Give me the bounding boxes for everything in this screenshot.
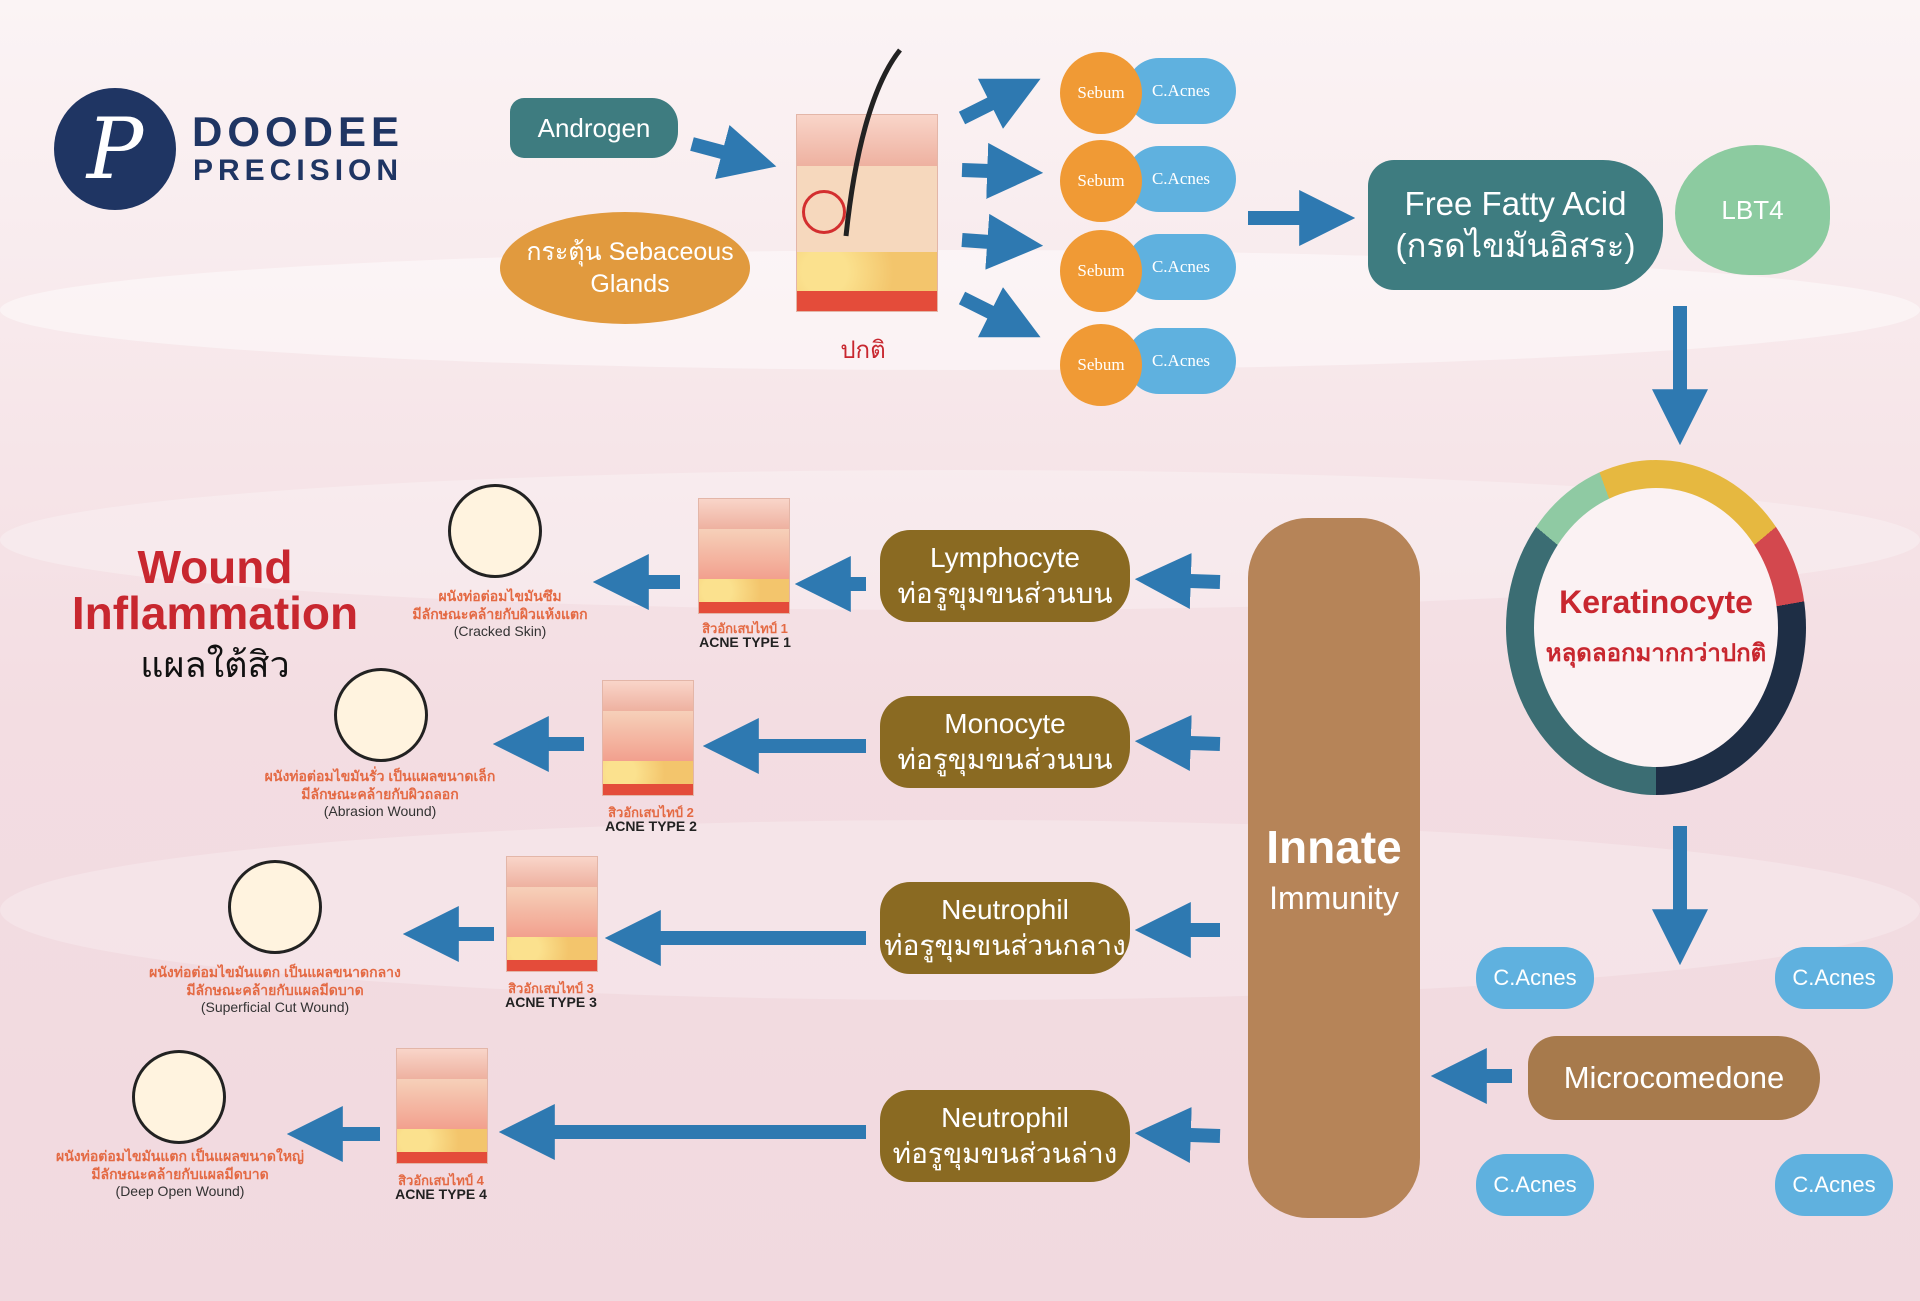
- arrow: [1134, 1107, 1221, 1164]
- acne-type-4-illustration: [396, 1048, 488, 1164]
- sebum-bubble: Sebum: [1060, 140, 1142, 222]
- cell-location: ท่อรูขุมขนส่วนล่าง: [892, 1138, 1118, 1169]
- arrow: [958, 287, 1041, 338]
- cracked-skin-illustration: [448, 484, 542, 578]
- cell-box-lymphocyte: Lymphocyte ท่อรูขุมขนส่วนบน: [880, 530, 1130, 622]
- wound-2-desc1: ผนังท่อต่อมไขมันรั่ว เป็นแผลขนาดเล็ก: [264, 768, 496, 784]
- acne-type-1-illustration: [698, 498, 790, 614]
- wound-title-line2: Inflammation: [71, 587, 359, 639]
- free-fatty-acid-thai: (กรดไขมันอิสระ): [1395, 227, 1636, 264]
- wound-2-type: (Abrasion Wound): [323, 803, 437, 819]
- keratinocyte-ring: Keratinocyte หลุดลอกมากกว่าปกติ: [1506, 460, 1806, 795]
- acne-type-3-illustration: [506, 856, 598, 972]
- cell-name: Neutrophil: [941, 1102, 1069, 1133]
- acne-type-2-thai: สิวอักเสบไทป์ 2: [608, 805, 694, 820]
- cell-box-neutrophil-middle: Neutrophil ท่อรูขุมขนส่วนกลาง: [880, 882, 1130, 974]
- arrow: [1134, 553, 1221, 610]
- innate-immunity-bar: Innate Immunity: [1248, 518, 1420, 1218]
- wound-2-desc2: มีลักษณะคล้ายกับผิวถลอก: [301, 786, 459, 802]
- wound-title-line1: Wound: [137, 541, 293, 593]
- keratinocyte-title: Keratinocyte: [1559, 583, 1753, 620]
- arrow: [1134, 715, 1221, 772]
- normal-label: ปกติ: [840, 337, 886, 364]
- cacnes-bubble: C.Acnes: [1476, 1154, 1594, 1216]
- cacnes-bubble: C.Acnes: [1775, 947, 1893, 1009]
- acne-type-1-label: ACNE TYPE 1: [699, 634, 791, 650]
- sebaceous-glands-label: กระตุ้น Sebaceous Glands: [500, 212, 750, 324]
- acne-type-4-thai: สิวอักเสบไทป์ 4: [398, 1173, 484, 1188]
- cacnes-bubble: C.Acnes: [1126, 58, 1236, 124]
- cacnes-bubble: C.Acnes: [1126, 328, 1236, 394]
- acne-type-2-illustration: [602, 680, 694, 796]
- sebum-bubble: Sebum: [1060, 324, 1142, 406]
- wound-3-desc1: ผนังท่อต่อมไขมันแตก เป็นแผลขนาดกลาง: [149, 964, 401, 980]
- innate-label: Innate: [1266, 820, 1402, 873]
- wound-title-line3: แผลใต้สิว: [140, 644, 290, 685]
- cell-name: Monocyte: [944, 708, 1066, 739]
- androgen-label: Androgen: [510, 98, 678, 158]
- acne-type-3-thai: สิวอักเสบไทป์ 3: [508, 981, 594, 996]
- microcomedone-box: Microcomedone: [1528, 1036, 1820, 1120]
- brand-monogram: P: [86, 100, 144, 198]
- cell-box-monocyte: Monocyte ท่อรูขุมขนส่วนบน: [880, 696, 1130, 788]
- sebaceous-gland-marker: [802, 190, 846, 234]
- free-fatty-acid-label: Free Fatty Acid: [1404, 185, 1627, 222]
- immunity-label: Immunity: [1269, 879, 1399, 916]
- cell-name: Lymphocyte: [930, 542, 1080, 573]
- wound-1-desc1: ผนังท่อต่อมไขมันซึม: [438, 588, 562, 604]
- acne-type-2-label: ACNE TYPE 2: [605, 818, 697, 834]
- superficial-cut-wound-illustration: [228, 860, 322, 954]
- wound-3-desc2: มีลักษณะคล้ายกับแผลมีดบาด: [186, 982, 364, 998]
- cacnes-bubble: C.Acnes: [1126, 234, 1236, 300]
- brand-logo-icon: P: [54, 88, 176, 210]
- cell-location: ท่อรูขุมขนส่วนกลาง: [884, 930, 1126, 961]
- sebum-bubble: Sebum: [1060, 52, 1142, 134]
- cell-location: ท่อรูขุมขนส่วนบน: [897, 744, 1113, 775]
- free-fatty-acid-box: Free Fatty Acid (กรดไขมันอิสระ): [1368, 160, 1663, 290]
- cacnes-bubble: C.Acnes: [1126, 146, 1236, 212]
- cell-location: ท่อรูขุมขนส่วนบน: [897, 578, 1113, 609]
- cell-name: Neutrophil: [941, 894, 1069, 925]
- brand-name-line1: DOODEE: [192, 108, 405, 155]
- wound-4-desc2: มีลักษณะคล้ายกับแผลมีดบาด: [91, 1166, 269, 1182]
- wound-1-type: (Cracked Skin): [453, 623, 547, 639]
- arrow: [690, 125, 777, 180]
- cell-box-neutrophil-lower: Neutrophil ท่อรูขุมขนส่วนล่าง: [880, 1090, 1130, 1182]
- acne-type-4-label: ACNE TYPE 4: [395, 1186, 487, 1202]
- deep-open-wound-illustration: [132, 1050, 226, 1144]
- brand-name-line2: PRECISION: [193, 154, 404, 187]
- wound-4-desc1: ผนังท่อต่อมไขมันแตก เป็นแผลขนาดใหญ่: [55, 1148, 304, 1164]
- sebum-bubble: Sebum: [1060, 230, 1142, 312]
- hair-strand: [843, 48, 902, 237]
- lbt4-cloud: LBT4: [1675, 145, 1830, 275]
- arrow: [958, 78, 1041, 129]
- acne-type-3-label: ACNE TYPE 3: [505, 994, 597, 1010]
- cacnes-bubble: C.Acnes: [1476, 947, 1594, 1009]
- abrasion-wound-illustration: [334, 668, 428, 762]
- acne-type-1-thai: สิวอักเสบไทป์ 1: [702, 621, 788, 636]
- wound-4-type: (Deep Open Wound): [115, 1183, 245, 1199]
- arrow: [961, 142, 1044, 199]
- keratinocyte-subtitle: หลุดลอกมากกว่าปกติ: [1545, 639, 1767, 667]
- arrow: [961, 213, 1044, 270]
- cacnes-bubble: C.Acnes: [1775, 1154, 1893, 1216]
- wound-1-desc2: มีลักษณะคล้ายกับผิวแห้งแตก: [412, 606, 588, 622]
- wound-3-type: (Superficial Cut Wound): [200, 999, 350, 1015]
